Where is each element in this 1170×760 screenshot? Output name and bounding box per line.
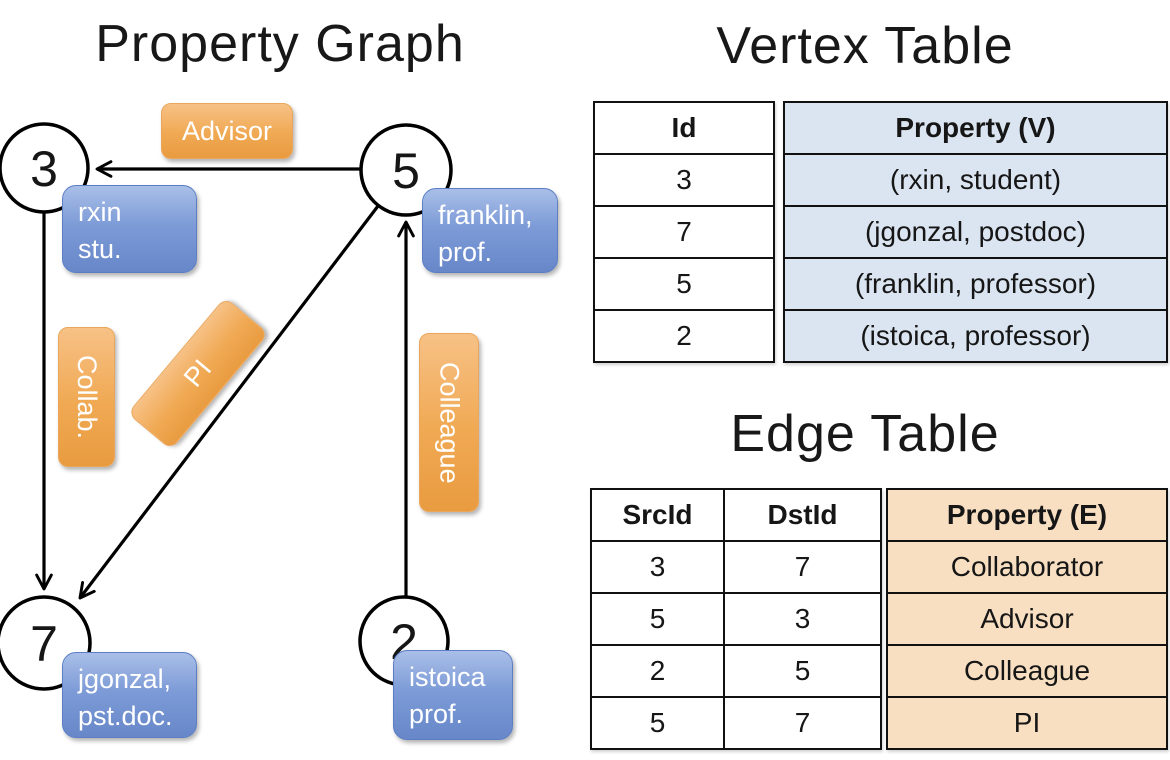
edge-property-cell: Advisor (886, 592, 1168, 646)
vertex-property-line: stu. (78, 234, 122, 265)
edge-property-cell: Collaborator (886, 540, 1168, 594)
edge-label-colleague-text: Colleague (434, 361, 465, 484)
vertex-property-cell: (franklin, professor) (783, 257, 1168, 311)
edge-table-dst-header: DstId (723, 488, 882, 542)
vertex-id-cell: 5 (593, 257, 775, 311)
node-3-id: 3 (30, 141, 58, 197)
vertex-table-title: Vertex Table (716, 17, 1014, 75)
edge-label-colleague: Colleague (419, 333, 479, 512)
edge-src-cell: 5 (590, 696, 725, 750)
vertex-property-box-7: jgonzal, pst.doc. (62, 652, 197, 738)
edge-src-cell: 3 (590, 540, 725, 594)
edge-dst-cell: 7 (723, 696, 882, 750)
vertex-table-id-header: Id (593, 101, 775, 155)
vertex-property-cell: (istoica, professor) (783, 309, 1168, 363)
vertex-property-cell: (rxin, student) (783, 153, 1168, 207)
edge-label-advisor: Advisor (161, 103, 293, 159)
vertex-property-line: pst.doc. (78, 701, 173, 732)
property-graph-title: Property Graph (95, 15, 465, 73)
edge-table-id-columns: SrcId DstId 3 7 5 3 2 5 5 7 (590, 488, 882, 750)
node-5-id: 5 (392, 143, 420, 199)
edge-table-src-header: SrcId (590, 488, 725, 542)
vertex-id-cell: 7 (593, 205, 775, 259)
vertex-property-box-5: franklin, prof. (422, 188, 558, 273)
vertex-property-line: prof. (409, 699, 464, 730)
vertex-property-cell: (jgonzal, postdoc) (783, 205, 1168, 259)
vertex-id-cell: 3 (593, 153, 775, 207)
edge-table-property-header: Property (E) (886, 488, 1168, 542)
edge-property-cell: PI (886, 696, 1168, 750)
vertex-property-box-3: rxin stu. (62, 185, 197, 273)
vertex-property-line: istoica (409, 662, 486, 692)
edge-dst-cell: 5 (723, 644, 882, 698)
edge-5-to-7 (78, 205, 380, 600)
edge-dst-cell: 3 (723, 592, 882, 646)
vertex-table-id-column: Id 3 7 5 2 (593, 101, 775, 363)
edge-property-cell: Colleague (886, 644, 1168, 698)
vertex-property-line: franklin, (438, 200, 533, 230)
edge-table-property-column: Property (E) Collaborator Advisor Collea… (886, 488, 1168, 750)
vertex-property-box-2: istoica prof. (393, 650, 513, 740)
node-7-id: 7 (30, 616, 58, 672)
vertex-id-cell: 2 (593, 309, 775, 363)
edge-label-pi-text: PI (177, 353, 218, 393)
edge-label-collab-text: Collab. (72, 354, 102, 440)
edge-dst-cell: 7 (723, 540, 882, 594)
vertex-property-line: jgonzal, (78, 664, 172, 694)
vertex-property-line: prof. (438, 237, 493, 268)
vertex-property-line: rxin (78, 197, 122, 227)
edge-table-title: Edge Table (730, 405, 1000, 463)
edge-label-collab: Collab. (58, 327, 115, 467)
vertex-table-property-column: Property (V) (rxin, student) (jgonzal, p… (783, 101, 1168, 363)
vertex-table-property-header: Property (V) (783, 101, 1168, 155)
edge-src-cell: 2 (590, 644, 725, 698)
edge-src-cell: 5 (590, 592, 725, 646)
edge-label-advisor-text: Advisor (181, 115, 273, 146)
